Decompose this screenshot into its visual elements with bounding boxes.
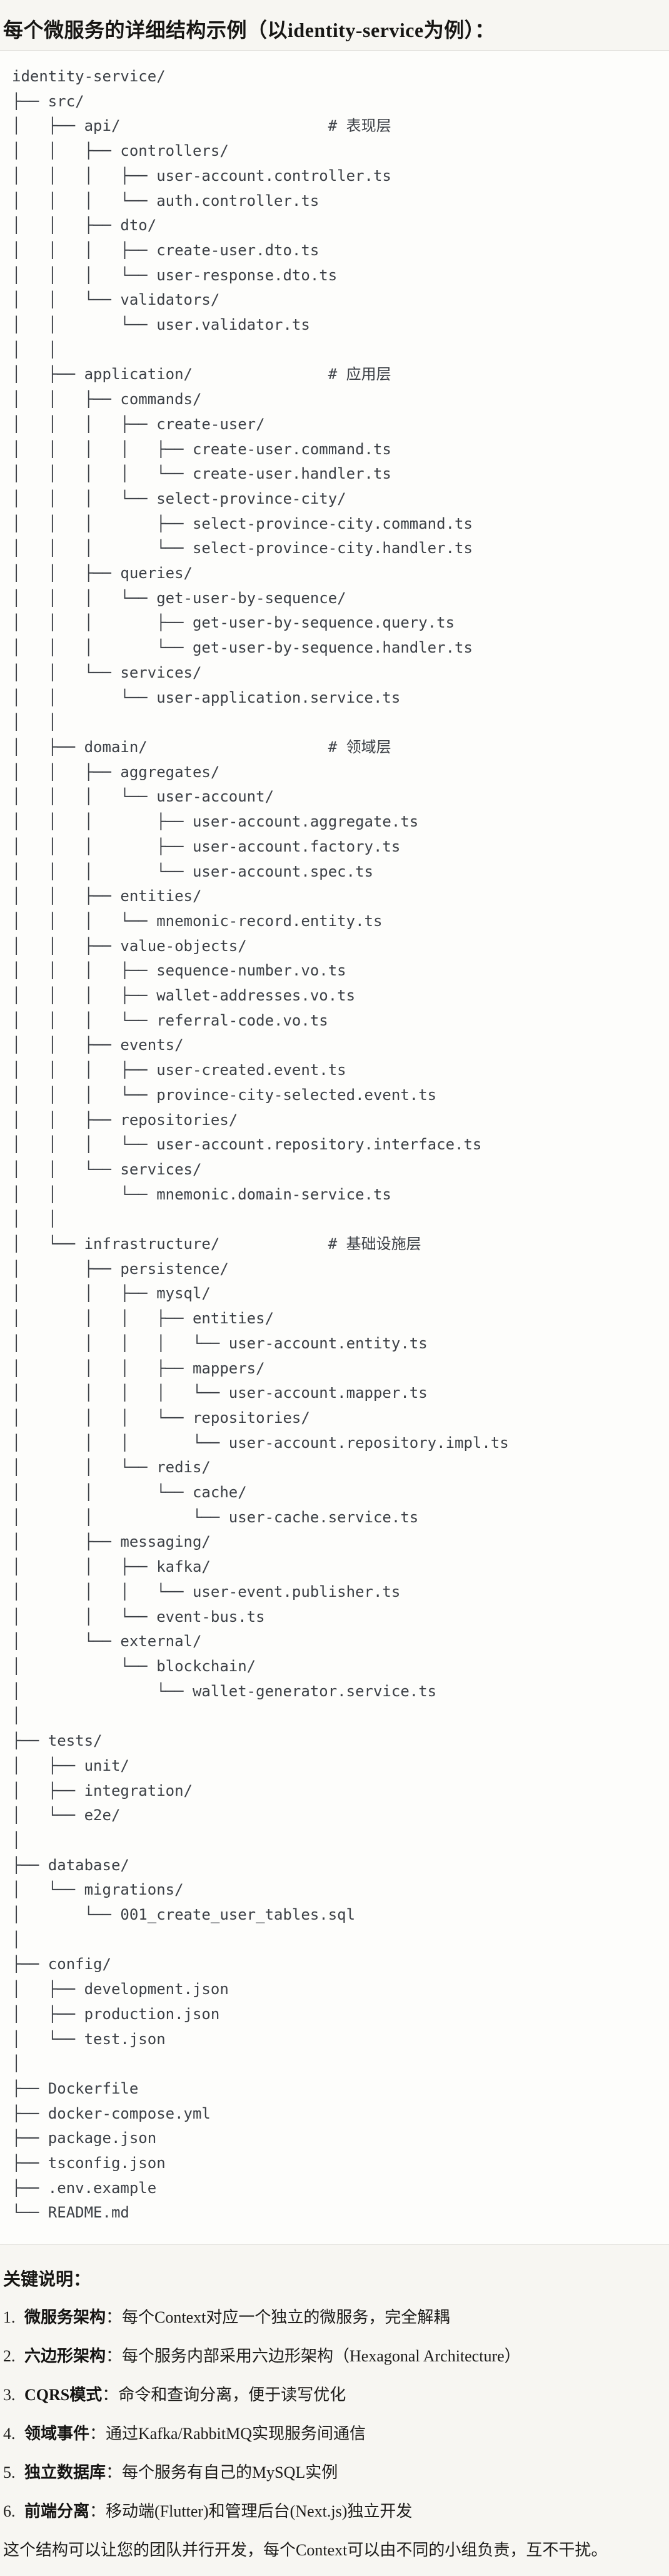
list-item: 5. 独立数据库：每个服务有自己的MySQL实例 — [3, 2461, 666, 2484]
list-item-term: 前端分离 — [24, 2502, 90, 2521]
list-item-description: 每个服务内部采用六边形架构（Hexagonal Architecture） — [122, 2347, 521, 2366]
list-item-number: 4. — [3, 2425, 16, 2443]
list-item-number: 1. — [3, 2308, 16, 2327]
list-item-colon: ： — [106, 2347, 123, 2366]
page-title: 每个微服务的详细结构示例（以identity-service为例）： — [3, 19, 495, 41]
list-item-description: 移动端(Flutter)和管理后台(Next.js)独立开发 — [106, 2502, 413, 2521]
list-item-number: 2. — [3, 2347, 16, 2366]
directory-tree: identity-service/ ├── src/ │ ├── api/ # … — [12, 68, 509, 2222]
list-item-colon: ： — [106, 2308, 123, 2327]
list-item-number: 5. — [3, 2463, 16, 2482]
list-item-colon: ： — [89, 2425, 106, 2443]
list-item: 6. 前端分离：移动端(Flutter)和管理后台(Next.js)独立开发 — [3, 2500, 666, 2523]
list-item: 2. 六边形架构：每个服务内部采用六边形架构（Hexagonal Architec… — [3, 2345, 666, 2368]
notes-heading: 关键说明： — [3, 2270, 91, 2290]
list-item-term: 独立数据库 — [24, 2463, 106, 2482]
list-item-term: 领域事件 — [24, 2425, 90, 2443]
list-item-number: 6. — [3, 2502, 16, 2521]
list-item: 3. CQRS模式：命令和查询分离，便于读写优化 — [3, 2384, 666, 2406]
list-item-colon: ： — [106, 2463, 123, 2482]
list-item-colon: ： — [102, 2386, 119, 2405]
list-item: 1. 微服务架构：每个Context对应一个独立的微服务，完全解耦 — [3, 2306, 666, 2329]
list-item-number: 3. — [3, 2386, 16, 2405]
closing-paragraph: 这个结构可以让您的团队并行开发，每个Context可以由不同的小组负责，互不干扰… — [3, 2541, 608, 2560]
list-item-colon: ： — [89, 2502, 106, 2521]
list-item: 4. 领域事件：通过Kafka/RabbitMQ实现服务间通信 — [3, 2423, 666, 2445]
notes-list: 1.微服务架构：每个Context对应一个独立的微服务，完全解耦 2.六边形架构… — [3, 2306, 666, 2523]
list-item-description: 每个Context对应一个独立的微服务，完全解耦 — [122, 2308, 450, 2327]
list-item-description: 通过Kafka/RabbitMQ实现服务间通信 — [106, 2425, 366, 2443]
directory-tree-code-block: identity-service/ ├── src/ │ ├── api/ # … — [0, 50, 669, 2246]
list-item-term: 六边形架构 — [24, 2347, 106, 2366]
list-item-term: CQRS模式 — [24, 2386, 103, 2405]
list-item-description: 每个服务有自己的MySQL实例 — [122, 2463, 338, 2482]
list-item-description: 命令和查询分离，便于读写优化 — [118, 2386, 346, 2405]
list-item-term: 微服务架构 — [24, 2308, 106, 2327]
